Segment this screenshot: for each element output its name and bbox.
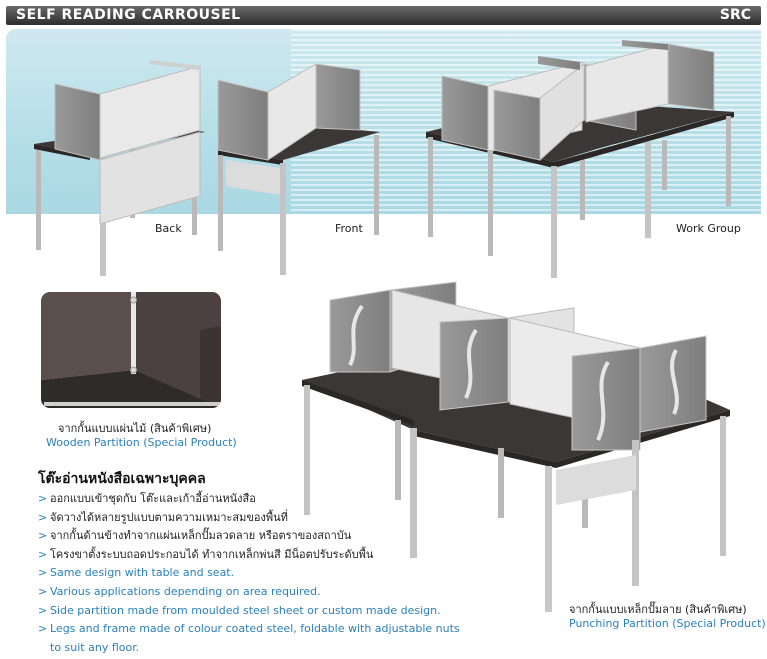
arrow-icon: > bbox=[38, 529, 48, 543]
arrow-icon: > bbox=[38, 492, 48, 505]
list-item-continuation: to suit any floor. bbox=[50, 640, 140, 654]
list-item: >จากกั้นด้านข้างทำจากแผ่นเหล็กปั๊มลวดลาย… bbox=[38, 527, 460, 546]
title-bar: SELF READING CARROUSEL SRC bbox=[6, 6, 761, 25]
description-heading: โต๊ะอ่านหนังสือเฉพาะบุคคล bbox=[38, 471, 206, 487]
list-item: >Side partition made from moulded steel … bbox=[38, 602, 460, 621]
wooden-partition-label-th: จากกั้นแบบแผ่นไม้ (สินค้าพิเศษ) bbox=[58, 422, 212, 435]
desk-front-view bbox=[217, 63, 380, 275]
product-title: SELF READING CARROUSEL bbox=[16, 7, 241, 23]
desk-back-view bbox=[34, 60, 205, 276]
punching-partition-label-th: จากกั้นแบบเหล็กปั๊มลาย (สินค้าพิเศษ) bbox=[569, 603, 747, 616]
arrow-icon: > bbox=[38, 566, 48, 580]
view-label-front: Front bbox=[335, 222, 363, 235]
list-item: >Various applications depending on area … bbox=[38, 583, 460, 602]
list-item: >Legs and frame made of colour coated st… bbox=[38, 620, 460, 639]
product-code: SRC bbox=[719, 7, 751, 23]
arrow-icon: > bbox=[38, 622, 48, 636]
arrow-icon: > bbox=[38, 510, 48, 524]
arrow-icon: > bbox=[38, 584, 48, 598]
arrow-icon: > bbox=[38, 547, 48, 561]
view-label-work-group: Work Group bbox=[676, 222, 741, 235]
list-item: >ออกแบบเข้าชุดกับ โต๊ะและเก้าอี้อ่านหนัง… bbox=[38, 490, 460, 509]
list-item: >จัดวางได้หลายรูปแบบตามความเหมาะสมของพื้… bbox=[38, 509, 460, 528]
punching-partition-label-en: Punching Partition (Special Product) bbox=[569, 617, 766, 630]
arrow-icon: > bbox=[38, 603, 48, 617]
list-item: >Same design with table and seat. bbox=[38, 564, 460, 583]
punching-partition-illustration bbox=[302, 281, 730, 612]
list-item: >โครงขาตั้งระบบถอดประกอบได้ ทำจากเหล็กพ่… bbox=[38, 546, 460, 565]
desk-work-group-view bbox=[426, 40, 734, 278]
wooden-partition-label-en: Wooden Partition (Special Product) bbox=[46, 436, 237, 449]
feature-list: >ออกแบบเข้าชุดกับ โต๊ะและเก้าอี้อ่านหนัง… bbox=[38, 490, 460, 657]
wooden-partition-closeup bbox=[41, 292, 221, 408]
view-label-back: Back bbox=[155, 222, 182, 235]
